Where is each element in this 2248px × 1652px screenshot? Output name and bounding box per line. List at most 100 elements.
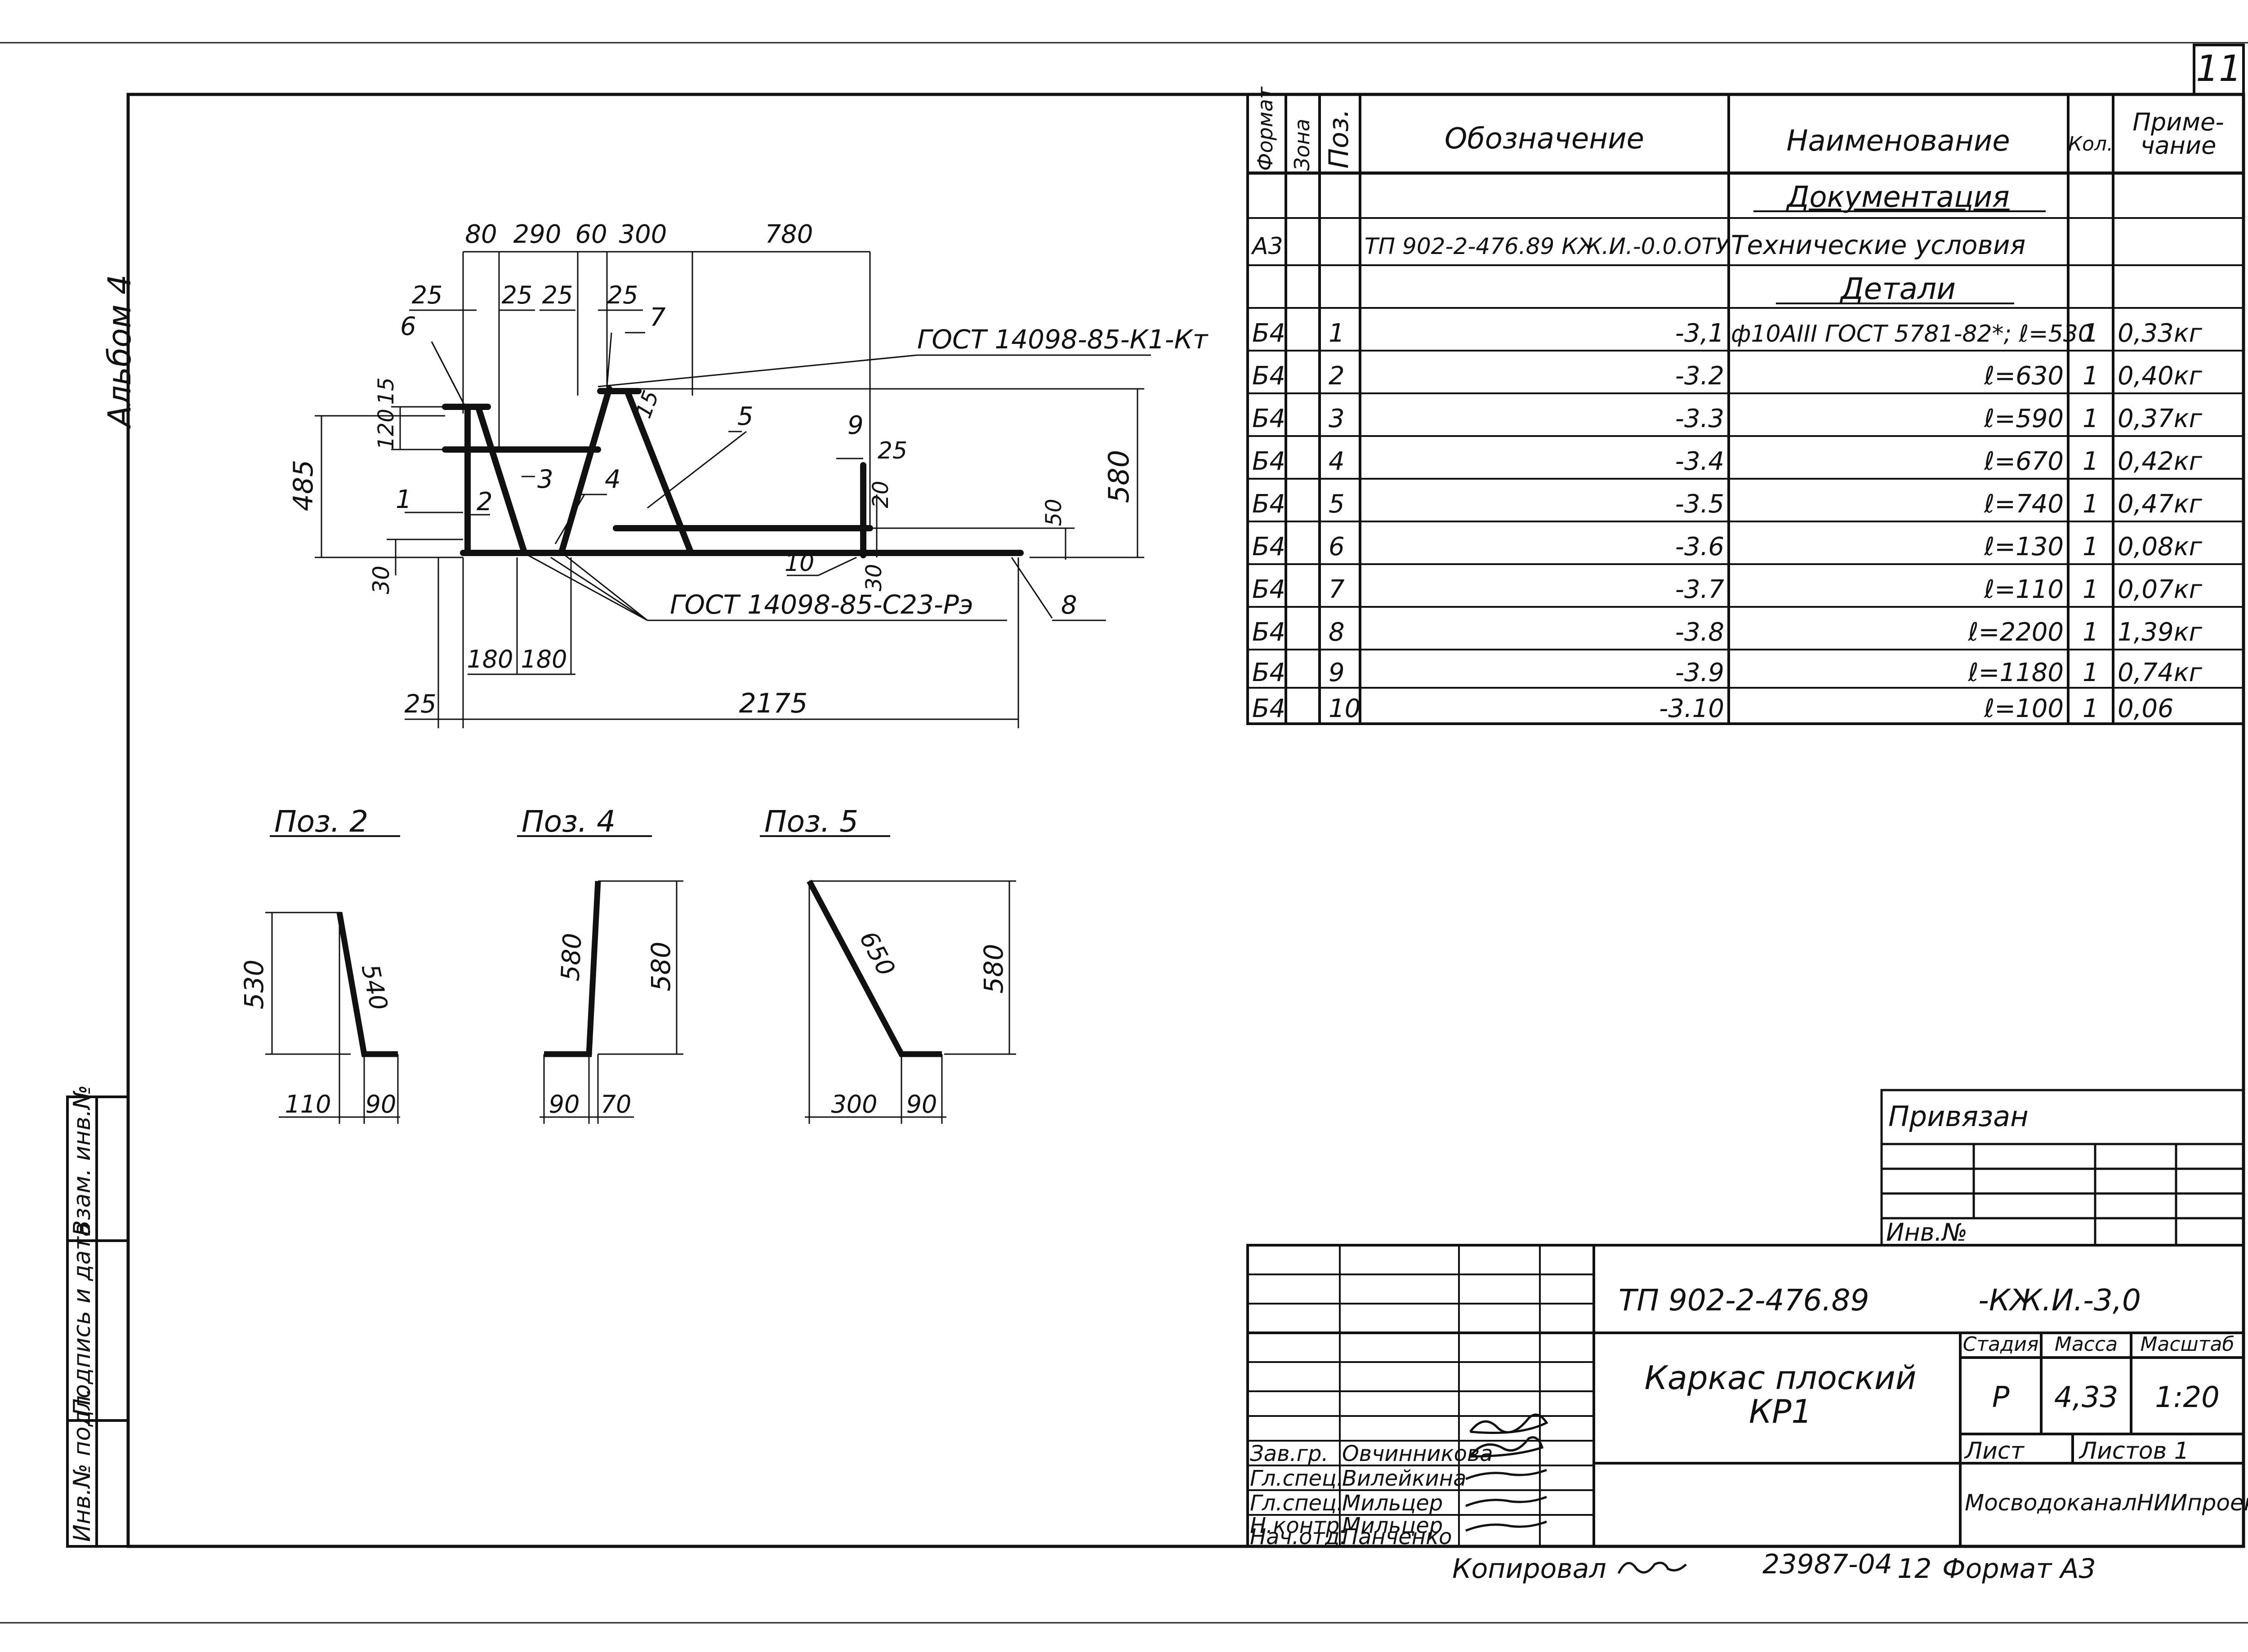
row1-name: ф10АIII ГОСТ 5781-82*; ℓ=530: [1731, 321, 2093, 347]
pos-label-8: 8: [1061, 591, 1077, 620]
dim-25-c: 25: [542, 281, 573, 309]
row10-pos: 10: [1329, 694, 1360, 723]
row9-pos: 9: [1329, 658, 1345, 687]
spec-table-grid: [1246, 93, 2245, 725]
hdr-qty: Кол.: [2068, 133, 2113, 156]
dim-485: 485: [288, 460, 319, 512]
bend-pos2-title: Поз. 2: [274, 804, 368, 839]
row6-qty: 1: [2083, 532, 2099, 561]
dim-180-a: 180: [467, 645, 513, 673]
row10-designation: -3.10: [1659, 694, 1724, 723]
signature-scribbles: [1465, 1413, 1548, 1532]
row5-format: Б4: [1252, 490, 1285, 519]
row3-name: ℓ=590: [1984, 404, 2064, 433]
dim-2175: 2175: [739, 688, 808, 719]
row4-name: ℓ=670: [1984, 447, 2064, 476]
sheet-label: Лист: [1964, 1438, 2025, 1465]
row5-designation: -3.5: [1675, 490, 1724, 519]
pos-label-2: 2: [477, 487, 493, 517]
dim-120: 120: [374, 409, 399, 450]
mass-value: 4,33: [2054, 1381, 2119, 1414]
row8-name: ℓ=2200: [1967, 618, 2064, 647]
main-drawing-bars: [442, 386, 1024, 558]
footer-number: 23987-04: [1762, 1549, 1892, 1580]
pos-label-1: 1: [396, 485, 412, 514]
row3-format: Б4: [1252, 404, 1285, 433]
row7-designation: -3.7: [1675, 575, 1725, 604]
row6-note: 0,08кг: [2118, 532, 2203, 561]
dim-30-right: 30: [861, 564, 887, 591]
bend-pos4-title: Поз. 4: [522, 804, 616, 839]
hdr-pos: Поз.: [1323, 109, 1355, 169]
pos-label-3: 3: [537, 465, 553, 494]
person3-role: Гл.спец.: [1250, 1491, 1343, 1516]
hdr-designation: Обозначение: [1445, 122, 1644, 156]
row4-designation: -3.4: [1675, 447, 1724, 476]
dim-80: 80: [465, 220, 497, 249]
pos-label-4: 4: [605, 465, 621, 494]
bend-pos4-slant: 580: [556, 932, 588, 982]
row1-note: 0,33кг: [2118, 319, 2203, 348]
drawing-frame: [126, 93, 2245, 1548]
dim-300: 300: [619, 220, 667, 249]
scale-value: 1:20: [2155, 1381, 2220, 1414]
person1-role: Зав.гр.: [1250, 1441, 1329, 1466]
privyazan-block: [1880, 1089, 2245, 1247]
left-stamp-strip: [66, 1095, 129, 1548]
hdr-name: Наименование: [1786, 125, 2010, 158]
bend-pos4-w2: 70: [601, 1090, 632, 1118]
dim-60: 60: [575, 220, 607, 249]
dim-25-right: 25: [878, 437, 907, 464]
dim-25-d: 25: [607, 281, 638, 309]
sheets-label: Листов 1: [2079, 1438, 2189, 1465]
row7-format: Б4: [1252, 575, 1285, 604]
dim-20: 20: [868, 481, 893, 508]
row5-note: 0,47кг: [2118, 490, 2203, 519]
row9-note: 0,74кг: [2118, 658, 2203, 687]
bend-pos5-w1: 300: [831, 1090, 877, 1118]
row6-format: Б4: [1252, 532, 1285, 561]
row10-qty: 1: [2083, 694, 2099, 723]
sheet-number: 11: [2196, 48, 2242, 89]
album-label: Альбом 4: [101, 275, 138, 429]
row5-pos: 5: [1329, 490, 1345, 519]
row8-note: 1,39кг: [2118, 618, 2203, 647]
section-docs: Документация: [1785, 181, 2009, 214]
strip-vzam: Взам. инв.№: [69, 1085, 96, 1236]
row3-pos: 3: [1329, 404, 1345, 433]
row7-note: 0,07кг: [2118, 575, 2203, 604]
bend-pos2-slant: 540: [356, 962, 393, 1013]
row10-note: 0,06: [2118, 694, 2174, 723]
bend-pos4-height: 580: [646, 942, 676, 992]
row9-name: ℓ=1180: [1967, 658, 2064, 687]
spec-table-rows: [1248, 217, 2244, 689]
row1-format: Б4: [1252, 319, 1285, 348]
dim-30-left: 30: [368, 566, 394, 594]
row2-designation: -3.2: [1675, 361, 1724, 391]
row1-qty: 1: [2083, 319, 2099, 348]
row4-qty: 1: [2083, 447, 2099, 476]
row4-note: 0,42кг: [2118, 447, 2203, 476]
row4-format: Б4: [1252, 447, 1285, 476]
doc-row-format: А3: [1251, 233, 1283, 260]
person4-role: Н.контр.: [1250, 1513, 1347, 1538]
doc-row-designation: ТП 902-2-476.89 КЖ.И.-0.0.ОТУ: [1365, 233, 1731, 259]
footer-format: Формат А3: [1942, 1553, 2096, 1585]
row7-pos: 7: [1329, 575, 1345, 604]
pos-label-10: 10: [785, 550, 814, 577]
footer-page: 12: [1897, 1553, 1931, 1585]
row4-pos: 4: [1329, 447, 1345, 476]
footer-copied: Копировал: [1452, 1553, 1606, 1585]
row1-pos: 1: [1329, 319, 1345, 348]
row8-qty: 1: [2083, 618, 2099, 647]
main-drawing-dim-lines: [315, 251, 1151, 728]
dim-180-b: 180: [521, 645, 567, 673]
drawing-subtitle: КР1: [1749, 1393, 1812, 1430]
row3-note: 0,37кг: [2118, 404, 2203, 433]
row1-designation: -3,1: [1675, 319, 1724, 348]
row3-designation: -3.3: [1675, 404, 1724, 433]
person4-name: Мильцер: [1342, 1513, 1443, 1538]
stage-value: Р: [1992, 1381, 2010, 1414]
row2-pos: 2: [1329, 361, 1345, 391]
